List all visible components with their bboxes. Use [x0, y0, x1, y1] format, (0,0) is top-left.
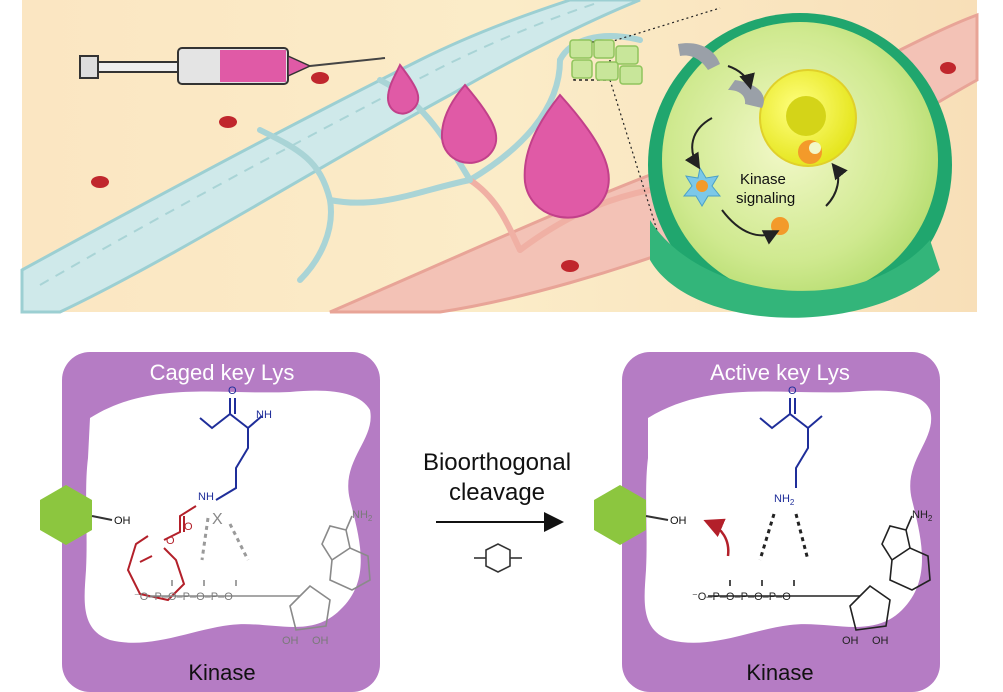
left-panel-title: Caged key Lys	[150, 360, 295, 385]
signaling-label-line2: signaling	[736, 190, 795, 207]
left-atp-oh1: OH	[282, 635, 299, 647]
right-o-label: O	[788, 385, 797, 397]
blocked-interaction	[200, 517, 250, 561]
drug-drops	[386, 63, 610, 219]
reaction-line1: Bioorthogonal	[423, 449, 571, 476]
reaction-line2: cleavage	[449, 479, 545, 506]
active-interaction	[758, 513, 810, 561]
right-lys-nh2-label: NH2	[774, 493, 795, 507]
right-panel-title: Active key Lys	[710, 360, 850, 385]
hexagon-residue-right	[594, 485, 646, 545]
right-pocket	[644, 390, 932, 643]
right-panel-footer: Kinase	[746, 660, 813, 685]
left-panel: Caged key Lys Kinase O NH NH O O OH	[40, 352, 380, 692]
signaling-label-line1: Kinase	[740, 171, 786, 188]
right-oh-label: OH	[670, 515, 687, 527]
left-nh-label: NH	[256, 409, 272, 421]
blood-vessel-teal	[20, 0, 641, 314]
lys-structure-right	[759, 398, 823, 488]
right-atp-oh1: OH	[842, 635, 859, 647]
hexagon-residue	[40, 485, 92, 545]
proton-transfer-arrow	[703, 518, 730, 557]
receptor-icon	[678, 43, 720, 70]
blocked-x-mark: X	[212, 511, 223, 528]
left-lys-nh-label: NH	[198, 491, 214, 503]
left-atp-phosphates: ⁻O–P–O–P–O–P–O	[134, 591, 233, 603]
left-atp-nh2: NH2	[352, 509, 373, 523]
right-atp-phosphates: ⁻O–P–O–P–O–P–O	[692, 591, 791, 603]
top-illustration: Kinase signaling	[20, 0, 979, 318]
left-atp-oh2: OH	[312, 635, 329, 647]
red-blood-cells	[91, 62, 956, 272]
left-cage-o-label: O	[166, 535, 175, 547]
left-cage-o2-label: O	[184, 521, 193, 533]
cell-cluster	[569, 39, 643, 85]
syringe-icon	[79, 47, 386, 85]
atp-structure-left	[150, 515, 371, 631]
cell-zoom: Kinase signaling	[648, 13, 952, 318]
right-atp-nh2: NH2	[912, 509, 933, 523]
vessel-dashes	[39, 1, 601, 286]
left-panel-footer: Kinase	[188, 660, 255, 685]
middle-reaction: Bioorthogonal cleavage	[423, 449, 571, 573]
left-pocket	[84, 390, 371, 643]
right-panel: Active key Lys Kinase OH O NH2 ⁻O	[594, 352, 940, 692]
left-o-label: O	[228, 385, 237, 397]
left-oh-label: OH	[114, 515, 131, 527]
cage-group	[126, 505, 197, 602]
right-atp-oh2: OH	[872, 635, 889, 647]
lys-structure	[199, 398, 263, 501]
atp-structure-right	[708, 515, 931, 631]
tetrazine-icon	[474, 543, 522, 573]
